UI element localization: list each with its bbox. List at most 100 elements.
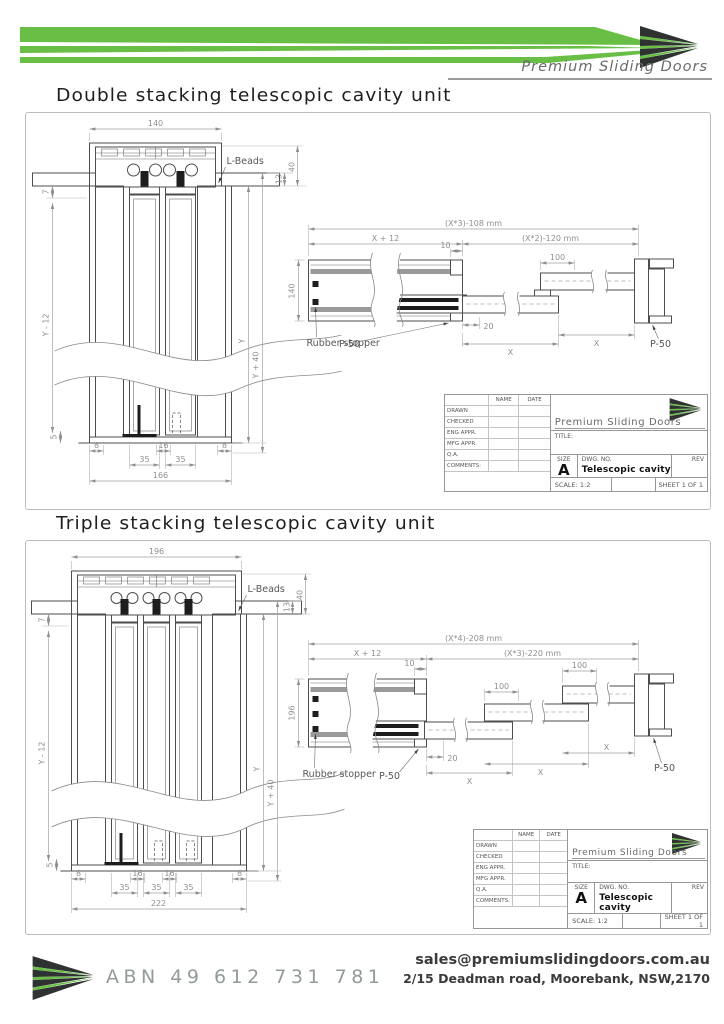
end-jamb: [634, 258, 649, 324]
section-title-triple: Triple stacking telescopic cavity unit: [56, 513, 436, 534]
scale-cell: SCALE: 1:2: [568, 914, 624, 928]
svg-text:5: 5: [46, 862, 55, 867]
svg-text:Y + 40: Y + 40: [267, 780, 276, 808]
svg-text:X: X: [594, 339, 600, 348]
p50-label: P-50: [654, 763, 675, 774]
svg-text:8: 8: [76, 869, 81, 878]
plasterboard-left: [71, 613, 78, 872]
sheet-cell: SHEET 1 OF 1: [664, 913, 703, 929]
roller-trolley: [110, 592, 139, 623]
svg-text:35: 35: [175, 455, 185, 464]
svg-text:100: 100: [494, 682, 509, 691]
titleblock-title: TITLE:: [550, 431, 707, 456]
rubber-stopper-label: Rubber stopper: [303, 769, 376, 780]
lbeads-label: L-Beads: [227, 156, 264, 167]
svg-text:Y + 40: Y + 40: [252, 352, 261, 380]
svg-text:7: 7: [38, 617, 47, 622]
dwg-cell: DWG. NO.Telescopic cavity: [599, 884, 654, 913]
svg-text:13: 13: [275, 174, 284, 184]
rubber-stopper-label: Rubber stopper: [307, 338, 380, 349]
rubber-stopper-block: [312, 281, 319, 287]
plan-view-triple: [308, 672, 674, 754]
svg-text:7: 7: [42, 189, 51, 194]
section-title-double: Double stacking telescopic cavity unit: [56, 85, 452, 106]
drawing-panel-triple: 196 L-Beads 13 40 7 Y - 12 5 Y Y: [25, 540, 711, 935]
svg-text:5: 5: [50, 434, 59, 439]
weight-cell: [623, 914, 662, 928]
floor-channel: [71, 864, 247, 872]
abn-number: ABN 49 612 731 781: [106, 966, 385, 988]
svg-text:166: 166: [153, 471, 168, 480]
header-stripes: [20, 26, 698, 68]
rubber-stopper-block: [312, 726, 319, 732]
p50-cap-top: [649, 258, 674, 269]
floor-guide: [137, 405, 141, 437]
svg-text:35: 35: [151, 883, 161, 892]
svg-text:X: X: [467, 777, 473, 786]
svg-text:X: X: [604, 743, 610, 752]
plan-dimensions-triple: (X*4)-208 mm X + 12 (X*3)-220 mm 10 196 …: [288, 634, 676, 786]
contact-email: sales@premiumslidingdoors.com.au: [415, 952, 710, 968]
footer-logo-icon: [32, 956, 94, 1000]
rubber-stopper-block: [312, 711, 319, 717]
stud-left: [95, 185, 124, 444]
svg-text:16: 16: [164, 869, 174, 878]
svg-text:Y - 12: Y - 12: [42, 313, 51, 337]
titleblock-title: TITLE:: [568, 861, 707, 883]
titleblock-brand: Premium Sliding Doors: [550, 395, 707, 431]
contact-block: sales@premiumslidingdoors.com.au 2/15 De…: [403, 951, 710, 987]
svg-text:(X*3)-220 mm: (X*3)-220 mm: [504, 649, 561, 658]
plan-dimensions-double: (X*3)-108 mm X + 12 (X*2)-120 mm 10 140 …: [288, 219, 672, 357]
p50-cap-bottom: [649, 315, 672, 324]
svg-text:10: 10: [440, 241, 450, 250]
svg-text:196: 196: [149, 547, 164, 556]
p50-label: P-50: [379, 771, 400, 782]
svg-text:Y: Y: [238, 338, 247, 344]
door-panel: [129, 194, 160, 436]
rev-cell: REV: [671, 883, 707, 913]
roller-trolley: [127, 163, 162, 195]
svg-text:16: 16: [158, 441, 168, 450]
rubber-stopper-block: [312, 696, 319, 702]
door-panel: [111, 622, 138, 864]
svg-text:100: 100: [550, 253, 565, 262]
contact-address: 2/15 Deadman road, Moorebank, NSW,2170: [403, 970, 710, 986]
dwg-cell: DWG. NO.Telescopic cavity: [581, 456, 671, 476]
mouth-cap-top: [414, 678, 427, 695]
ceiling-plate-left: [32, 172, 90, 187]
weight-cell: [612, 478, 656, 491]
plasterboard-right: [240, 613, 247, 872]
svg-text:196: 196: [288, 705, 297, 720]
titleblock-brand: Premium Sliding Doors: [568, 830, 707, 862]
elevation-view-double: [32, 142, 280, 444]
svg-text:(X*3)-108 mm: (X*3)-108 mm: [445, 219, 502, 228]
svg-text:40: 40: [288, 162, 297, 172]
brand-wordmark: Premium Sliding Doors: [448, 59, 712, 80]
scale-cell: SCALE: 1:2: [551, 478, 613, 491]
svg-text:Y - 12: Y - 12: [38, 741, 47, 765]
svg-text:140: 140: [288, 283, 297, 298]
roller-trolley: [174, 592, 203, 623]
p50-cap-bottom: [649, 728, 672, 737]
ceiling-plate-right: [221, 172, 280, 187]
svg-text:X + 12: X + 12: [372, 234, 399, 243]
dim-label: 140: [148, 119, 163, 128]
drawing-panel-double: 140 L-Beads 13 40 7 Y - 12 5 Y Y: [25, 112, 711, 510]
double-drawing: 140 L-Beads 13 40 7 Y - 12 5 Y Y: [32, 119, 674, 485]
svg-text:8: 8: [222, 441, 227, 450]
mouth-cap-top: [450, 259, 463, 276]
door-panel: [165, 194, 196, 436]
floor-channel: [89, 436, 232, 444]
roller-trolley: [142, 592, 171, 623]
svg-text:Y: Y: [253, 766, 262, 772]
svg-text:35: 35: [119, 883, 129, 892]
rev-cell: REV: [671, 455, 707, 478]
stud-left: [77, 613, 106, 872]
plasterboard-left: [89, 185, 96, 444]
svg-text:8: 8: [237, 869, 242, 878]
svg-text:222: 222: [151, 899, 166, 908]
